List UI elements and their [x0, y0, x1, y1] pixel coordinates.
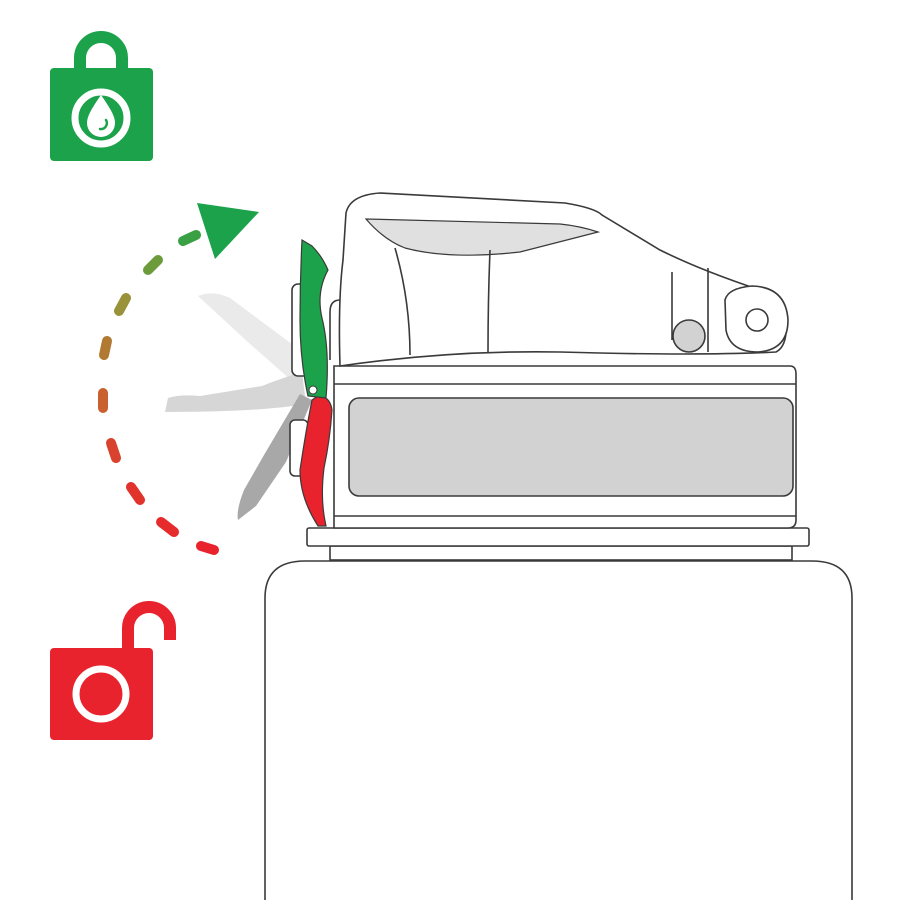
lid-top-body — [338, 192, 788, 367]
arrow-dash — [99, 336, 112, 360]
rotation-arrow — [98, 203, 259, 555]
hinge-hole-icon — [745, 308, 769, 332]
unlocked-ring — [72, 665, 130, 723]
bottle — [264, 527, 853, 900]
arrow-dash — [178, 230, 201, 246]
droplet-icon — [87, 95, 115, 137]
lid-top-back-seam — [329, 299, 341, 360]
lock-tab-locked-body — [299, 238, 329, 399]
lock-open-icon — [50, 601, 176, 740]
collar-window — [348, 397, 794, 497]
locked-shackle — [74, 31, 128, 72]
lock-tab-unlocked — [299, 395, 333, 527]
lock-tab-locked — [299, 238, 329, 399]
droplet-highlight — [98, 118, 109, 131]
bottle-neck-ring — [329, 545, 793, 561]
locked-ring — [71, 88, 131, 148]
arrow-dash — [156, 517, 179, 537]
arrow-head — [197, 203, 259, 259]
hinge-post — [671, 268, 709, 352]
lid-collar — [333, 365, 797, 529]
lid-top-crease-1 — [394, 247, 411, 356]
lid-top — [329, 192, 789, 367]
lock-tab-pivot-icon — [308, 385, 318, 395]
arrow-dash — [143, 255, 163, 275]
lock-tab-ghosts — [165, 293, 312, 520]
arrow-dash — [196, 541, 219, 555]
arrow-dash — [106, 438, 121, 463]
bottle-body — [264, 560, 853, 900]
unlocked-shackle — [122, 601, 176, 650]
lid-top-crease-2 — [487, 249, 491, 353]
arrow-dash — [114, 293, 131, 316]
ghost-tab-mid — [165, 372, 306, 412]
ghost-tab-light — [198, 293, 304, 392]
lock-closed-droplet-icon — [50, 31, 153, 161]
unlocked-body — [50, 648, 153, 740]
spout-inner-shadow — [364, 218, 601, 256]
hinge-pin-icon — [672, 319, 706, 353]
lid-base-flange — [306, 527, 810, 547]
arrow-dash — [126, 482, 145, 505]
